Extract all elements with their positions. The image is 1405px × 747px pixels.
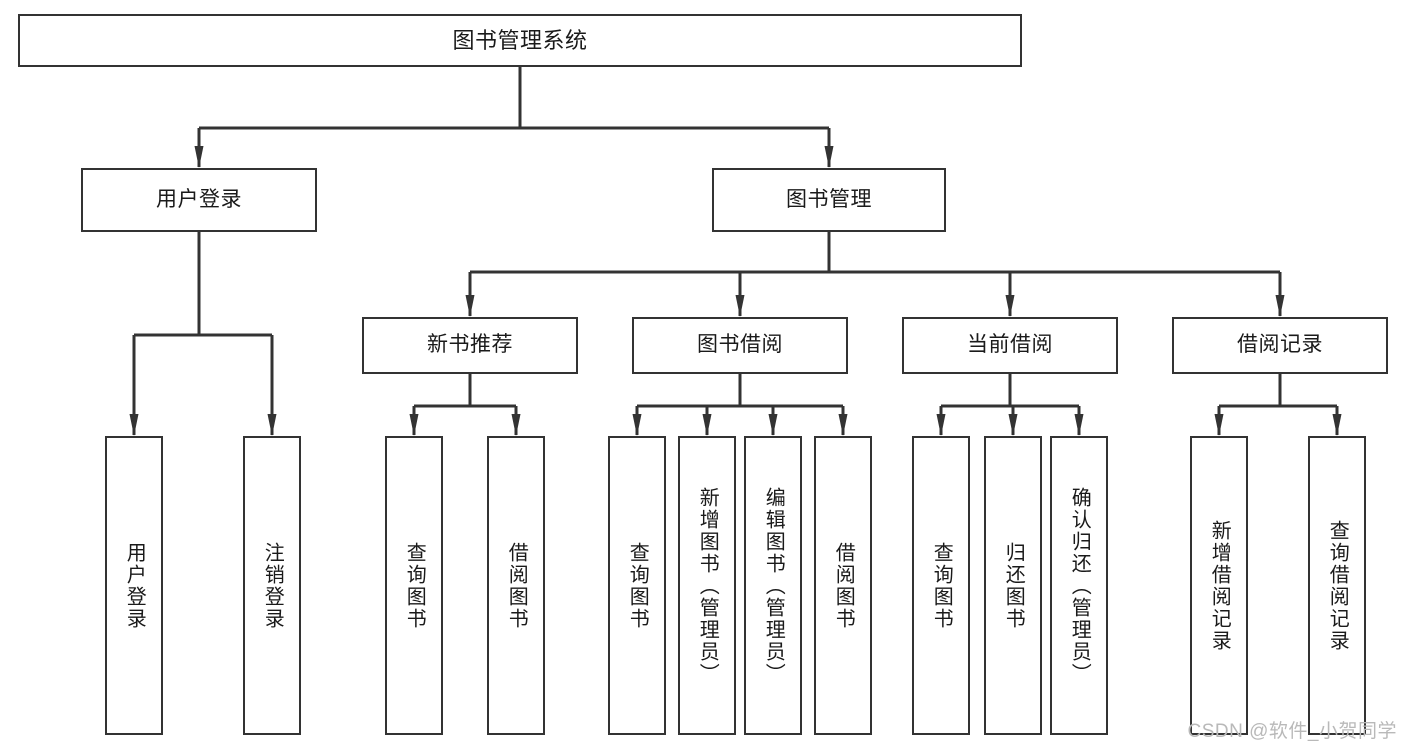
node-leaf-bb-query[interactable]: 查询图书 [608, 436, 666, 735]
node-leaf-cb-query[interactable]: 查询图书 [912, 436, 970, 735]
node-leaf-bb-add[interactable]: 新增图书（管理员） [678, 436, 736, 735]
node-label: 注销登录 [261, 541, 284, 630]
node-leaf-cb-confirm[interactable]: 确认归还（管理员） [1050, 436, 1108, 735]
node-leaf-nb-query[interactable]: 查询图书 [385, 436, 443, 735]
node-label: 新增图书（管理员） [696, 486, 719, 685]
node-leaf-rec-query[interactable]: 查询借阅记录 [1308, 436, 1366, 735]
node-label: 借阅记录 [1237, 333, 1323, 357]
node-leaf-bb-borrow[interactable]: 借阅图书 [814, 436, 872, 735]
node-label: 查询图书 [626, 541, 649, 630]
node-label: 查询图书 [930, 541, 953, 630]
node-leaf-bb-edit[interactable]: 编辑图书（管理员） [744, 436, 802, 735]
node-leaf-cb-return[interactable]: 归还图书 [984, 436, 1042, 735]
node-l3-new-books[interactable]: 新书推荐 [362, 317, 578, 374]
node-label: 用户登录 [123, 541, 146, 630]
node-label: 借阅图书 [505, 541, 528, 630]
node-label: 确认归还（管理员） [1068, 486, 1091, 685]
node-label: 借阅图书 [832, 541, 855, 630]
node-leaf-nb-borrow[interactable]: 借阅图书 [487, 436, 545, 735]
node-l3-records[interactable]: 借阅记录 [1172, 317, 1388, 374]
node-label: 图书管理系统 [452, 27, 588, 53]
node-leaf-user-logout[interactable]: 注销登录 [243, 436, 301, 735]
watermark: CSDN @软件_小贺同学 [1187, 721, 1397, 742]
node-l2-book-mgmt[interactable]: 图书管理 [712, 168, 946, 232]
node-leaf-user-login[interactable]: 用户登录 [105, 436, 163, 735]
node-l3-borrow[interactable]: 图书借阅 [632, 317, 848, 374]
node-l3-current[interactable]: 当前借阅 [902, 317, 1118, 374]
node-label: 用户登录 [156, 187, 242, 211]
node-label: 查询图书 [403, 541, 426, 630]
node-label: 归还图书 [1002, 541, 1025, 630]
node-leaf-rec-add[interactable]: 新增借阅记录 [1190, 436, 1248, 735]
node-label: 当前借阅 [967, 333, 1053, 357]
node-label: 图书管理 [786, 187, 872, 211]
node-label: 图书借阅 [697, 333, 783, 357]
node-l2-user-login[interactable]: 用户登录 [81, 168, 317, 232]
node-label: 新书推荐 [427, 333, 513, 357]
node-root[interactable]: 图书管理系统 [18, 14, 1022, 67]
node-label: 新增借阅记录 [1208, 519, 1231, 652]
node-label: 编辑图书（管理员） [762, 486, 785, 685]
node-label: 查询借阅记录 [1326, 519, 1349, 652]
